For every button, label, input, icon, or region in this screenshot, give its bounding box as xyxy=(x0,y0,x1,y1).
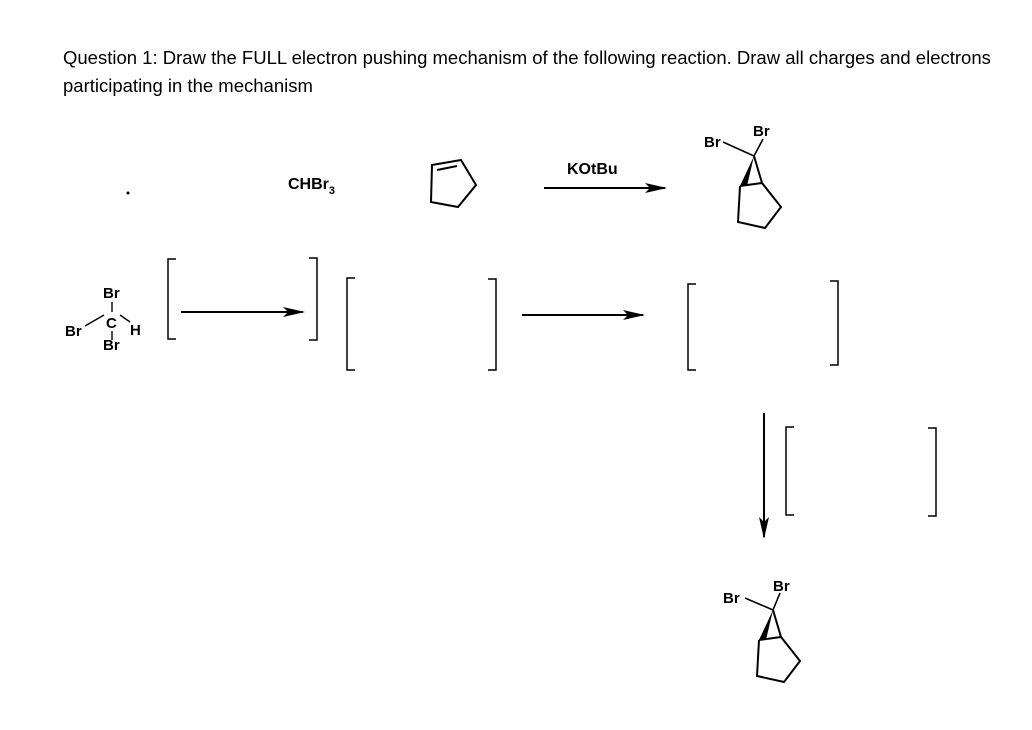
reagent-label: CHBr3 xyxy=(288,176,335,197)
bromoform-br-top: Br xyxy=(103,285,120,302)
bracket-2-right xyxy=(488,278,497,371)
bracket-1-left xyxy=(167,258,176,340)
bromoform-br-bottom: Br xyxy=(103,337,120,354)
bracket-2-left xyxy=(346,277,355,371)
bromoform-h: H xyxy=(130,322,141,339)
product-bottom-br-right: Br xyxy=(773,578,790,595)
bromoform-structure xyxy=(84,302,131,340)
stray-dot xyxy=(126,191,130,195)
bromoform-br-left: Br xyxy=(65,323,82,340)
product-bottom-structure xyxy=(744,592,802,684)
reagent-formula: CHBr xyxy=(288,176,329,193)
product-bottom-br-left: Br xyxy=(723,590,740,607)
product-top-structure xyxy=(722,138,783,230)
product-top-br-left: Br xyxy=(704,134,721,151)
bracket-4-right xyxy=(928,427,937,517)
bracket-4-left xyxy=(785,426,794,516)
bracket-3-right xyxy=(830,280,839,366)
product-top-br-right: Br xyxy=(753,123,770,140)
cyclopentene-structure xyxy=(429,158,478,209)
bracket-3-left xyxy=(687,283,696,371)
bracket-1-right xyxy=(309,257,318,341)
question-text: Question 1: Draw the FULL electron pushi… xyxy=(63,47,991,96)
bromoform-c: C xyxy=(106,315,117,332)
reagent-subscript: 3 xyxy=(329,185,335,197)
base-label: KOtBu xyxy=(567,161,618,178)
